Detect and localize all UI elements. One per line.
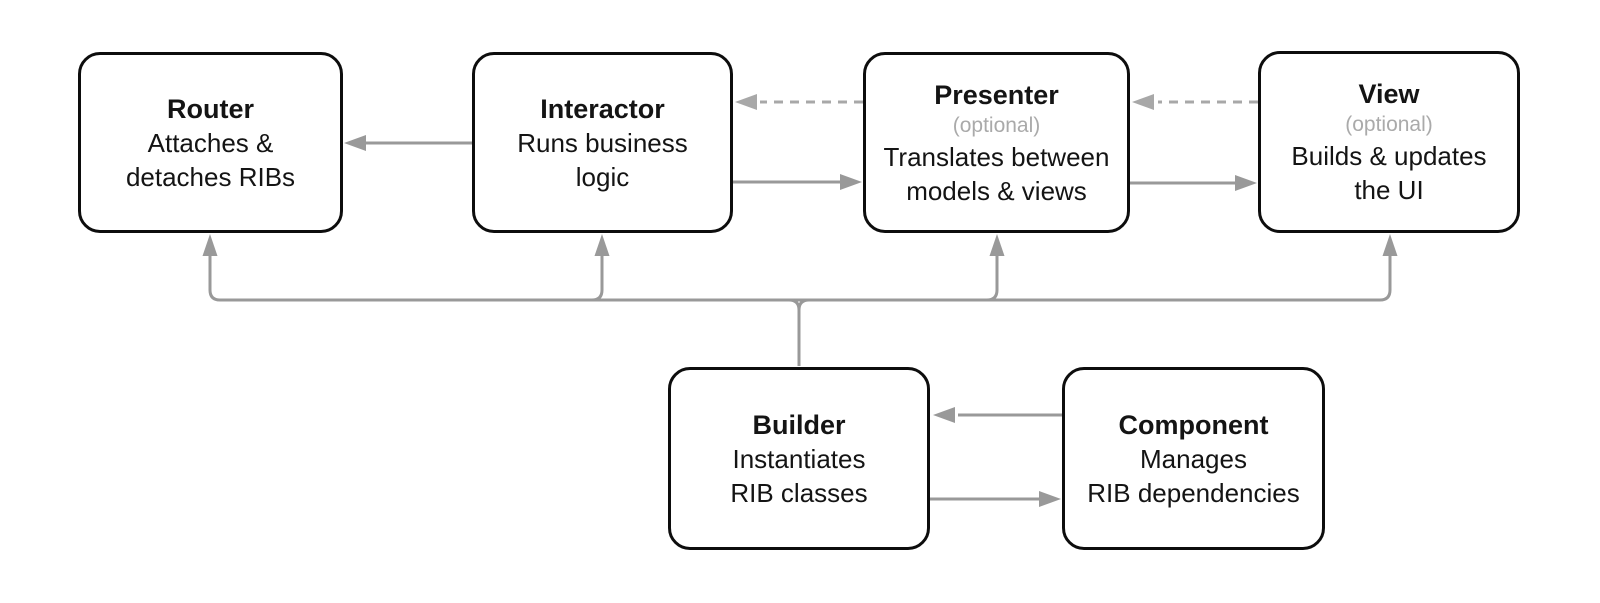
node-router: Router Attaches & detaches RIBs (78, 52, 343, 233)
node-view: View (optional) Builds & updates the UI (1258, 51, 1520, 233)
node-title: Component (1118, 409, 1269, 440)
node-description-line: RIB dependencies (1087, 477, 1300, 508)
node-optional-label: (optional) (1345, 113, 1433, 136)
node-title: Presenter (934, 79, 1059, 110)
arrowhead-icon (933, 407, 955, 423)
node-description-line: Builds & updates (1291, 141, 1487, 171)
node-title: Builder (752, 409, 846, 440)
edge-component-to-builder (933, 407, 1062, 423)
node-title: Interactor (540, 93, 665, 124)
arrowhead-icon (1039, 491, 1061, 507)
node-description-line: Attaches & (147, 127, 274, 158)
arrowhead-icon (1235, 175, 1257, 191)
node-title: View (1358, 79, 1420, 109)
node-component: Component Manages RIB dependencies (1062, 367, 1325, 550)
node-description-line: the UI (1354, 175, 1424, 205)
arrowhead-icon (344, 135, 366, 151)
arrowhead-icon (594, 234, 610, 256)
arrowhead-icon (989, 234, 1005, 256)
node-title: Router (167, 93, 254, 124)
node-description-line: logic (575, 161, 630, 192)
node-presenter: Presenter (optional) Translates between … (863, 52, 1130, 233)
edge-presenter-to-view (1130, 175, 1257, 191)
riser-interactor (591, 250, 604, 302)
edge-interactor-to-router (344, 135, 472, 151)
node-optional-label: (optional) (952, 113, 1041, 137)
arrowhead-icon (1382, 234, 1398, 256)
node-description-line: RIB classes (730, 477, 868, 508)
edge-presenter-to-interactor-dashed (735, 94, 863, 110)
riser-presenter (986, 250, 999, 302)
node-interactor: Interactor Runs business logic (472, 52, 733, 233)
node-description-line: models & views (906, 175, 1087, 206)
arrowhead-icon (840, 174, 862, 190)
arrowhead-icon (735, 94, 757, 110)
node-description-line: detaches RIBs (125, 161, 296, 192)
node-description-line: Manages (1140, 443, 1247, 474)
node-builder: Builder Instantiates RIB classes (668, 367, 930, 550)
node-description-line: Instantiates (732, 443, 866, 474)
trunk-stem (788, 298, 810, 366)
node-description-line: Translates between (883, 141, 1110, 172)
node-description-line: Runs business (517, 127, 688, 158)
edge-view-to-presenter-dashed (1132, 94, 1258, 110)
arrowhead-icon (202, 234, 218, 256)
edge-builder-trunk (202, 234, 1398, 366)
edge-builder-to-component (930, 491, 1061, 507)
arrowhead-icon (1132, 94, 1154, 110)
trunk-line (208, 250, 1392, 302)
edge-interactor-to-presenter (733, 174, 862, 190)
